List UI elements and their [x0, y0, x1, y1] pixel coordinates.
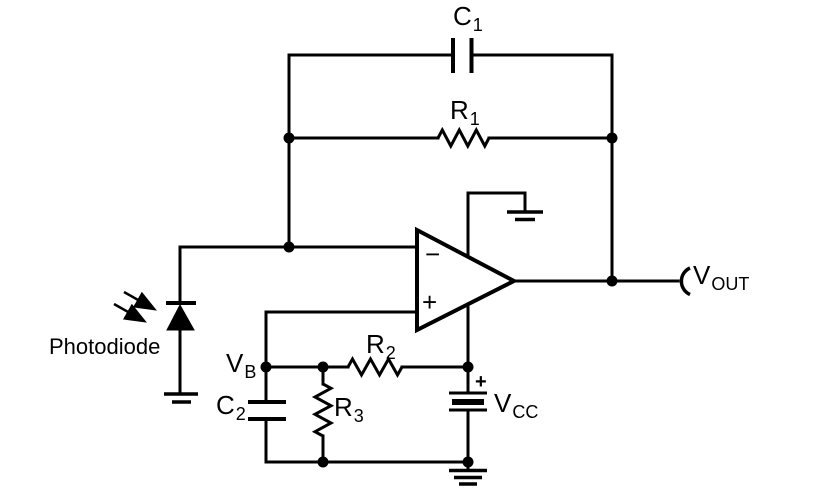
junction-dot [260, 361, 272, 373]
vcc-label: VCC [494, 388, 539, 422]
r1-resistor-symbol [436, 126, 491, 150]
r2-label: R2 [366, 329, 396, 363]
c2-label: C2 [216, 390, 246, 424]
vcc-ground-symbol [449, 468, 487, 486]
output-terminal-arc [679, 266, 691, 297]
junction-dot [317, 361, 329, 373]
wire-opamp-power-to-ground [466, 191, 527, 256]
r3-label: R3 [334, 392, 364, 426]
junction-dot [283, 132, 295, 144]
vcc-battery-symbol [449, 391, 487, 412]
photodiode-label: Photodiode [49, 334, 161, 359]
r2-resistor-symbol [346, 355, 404, 379]
junction-dot [317, 456, 329, 468]
wires [178, 53, 680, 470]
opamp-triangle [415, 226, 519, 334]
junction-dots [260, 132, 618, 468]
junction-dot [462, 361, 474, 373]
light-arrows-icon [113, 290, 157, 323]
opamp-inverting-sign: − [425, 239, 441, 269]
photodiode-symbol [166, 301, 196, 331]
vout-label: VOUT [693, 260, 750, 294]
battery-plus-sign: + [475, 371, 487, 393]
vb-label: VB [226, 348, 257, 382]
opamp-ground-symbol [507, 210, 543, 222]
light-arrow-icon [123, 290, 157, 311]
junction-dot [283, 241, 295, 253]
c1-capacitor-symbol [451, 38, 474, 73]
photodiode-ground-symbol [164, 392, 198, 404]
junction-dot [606, 275, 618, 287]
photodiode-triangle [166, 303, 195, 331]
opamp-noninverting-sign: + [422, 287, 438, 317]
r1-label: R1 [450, 95, 480, 129]
r3-resistor-symbol [311, 382, 335, 438]
c2-capacitor-symbol [248, 400, 286, 421]
c1-label: C1 [453, 1, 483, 35]
light-arrow-icon [113, 302, 147, 323]
junction-dot [606, 132, 618, 144]
junction-dot [462, 456, 474, 468]
